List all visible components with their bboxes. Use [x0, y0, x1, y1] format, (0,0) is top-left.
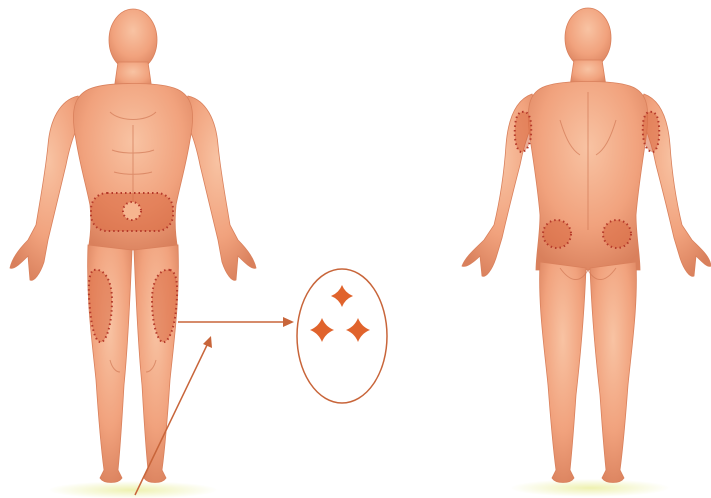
star-icon: [310, 318, 334, 342]
back-zone-upper-arm-right: [515, 112, 531, 152]
back-zone-buttock-left: [603, 220, 631, 248]
back-zone-buttock-right: [543, 220, 571, 248]
front-zone-navel: [123, 202, 141, 220]
sparkle-stars-icon: [310, 285, 370, 342]
front-body-figure: [10, 9, 256, 498]
star-icon: [346, 318, 370, 342]
callout-arrowhead-right: [283, 317, 294, 327]
callout-arrowhead-up: [203, 336, 212, 348]
star-icon: [331, 285, 353, 307]
ground-shadow: [48, 481, 218, 498]
ground-shadow: [510, 479, 670, 497]
back-body-figure: [462, 8, 711, 497]
back-zone-upper-arm-left: [643, 112, 659, 152]
